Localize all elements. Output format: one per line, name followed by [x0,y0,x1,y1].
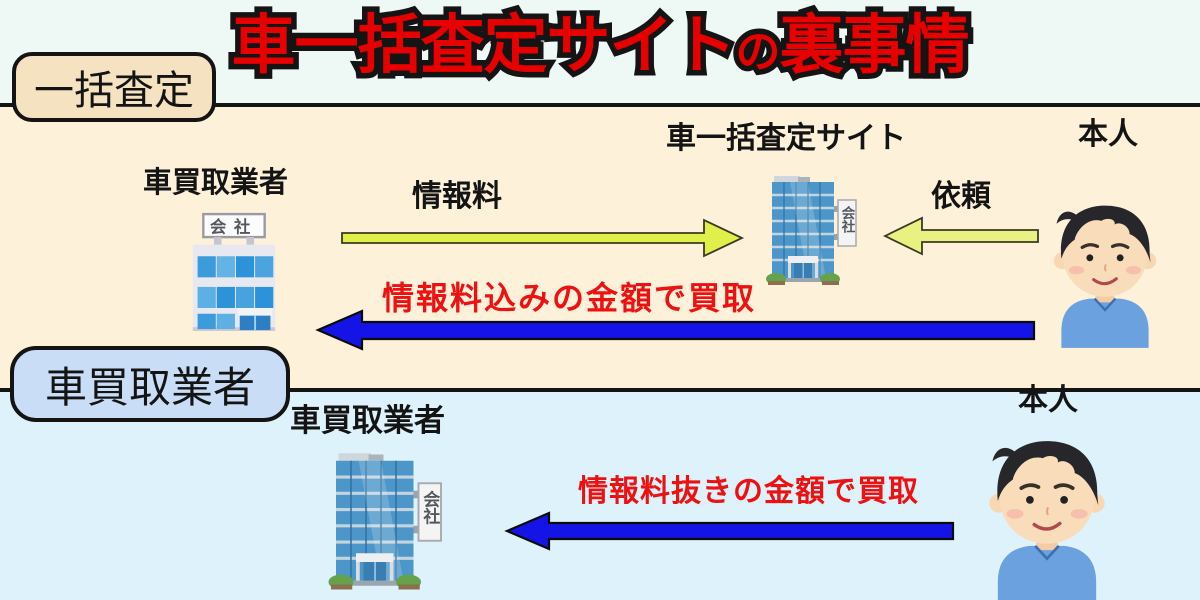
purchase-excluding-fee-label: 情報料抜きの金額で買取 [578,475,919,508]
bulk-assessment-tag-label: 一括査定 [34,69,194,113]
purchase-including-fee-arrow-icon [315,309,1036,351]
purchase-including-fee-label: 情報料込みの金額で買取 [382,280,757,316]
purchase-excluding-fee-arrow-icon [504,511,955,551]
bottom-divider-line [0,388,1200,392]
assessment-site-label: 車一括査定サイト [666,122,906,155]
company-signboard [837,199,857,247]
car-buyer-building-icon-bottom: 会社 [328,453,442,590]
company-sign-label: 会社 [420,490,440,526]
company-sign-label: 会社 [840,205,857,235]
request-arrow-icon [882,216,1039,256]
bulk-assessment-tag: 一括査定 [12,52,216,122]
car-buyer-tag-label: 車買取業者 [44,363,255,411]
company-signboard [202,212,266,239]
owner-label-top: 本人 [1078,118,1138,151]
company-signboard [417,482,442,542]
car-buyer-label-bottom: 車買取業者 [290,403,445,438]
car-buyer-label-top: 車買取業者 [143,167,289,199]
title-outline-layer: 車一括査定サイトの裏事情 [226,4,975,87]
title-fill-layer: 車一括査定サイトの裏事情 [231,9,969,81]
owner-person-icon-top [1053,205,1157,348]
fee-arrow-icon [341,218,745,258]
owner-label-bottom: 本人 [1018,384,1078,417]
fee-arrow-label: 情報料 [412,180,502,213]
car-buyer-building-icon: 会社 [192,212,276,331]
assessment-site-building-icon: 会社 [766,176,857,285]
owner-person-icon-bottom [989,441,1105,600]
request-arrow-label: 依頼 [931,180,991,213]
top-divider-line [0,103,1200,107]
car-buyer-tag: 車買取業者 [10,346,290,422]
company-sign-label: 会社 [210,217,258,236]
